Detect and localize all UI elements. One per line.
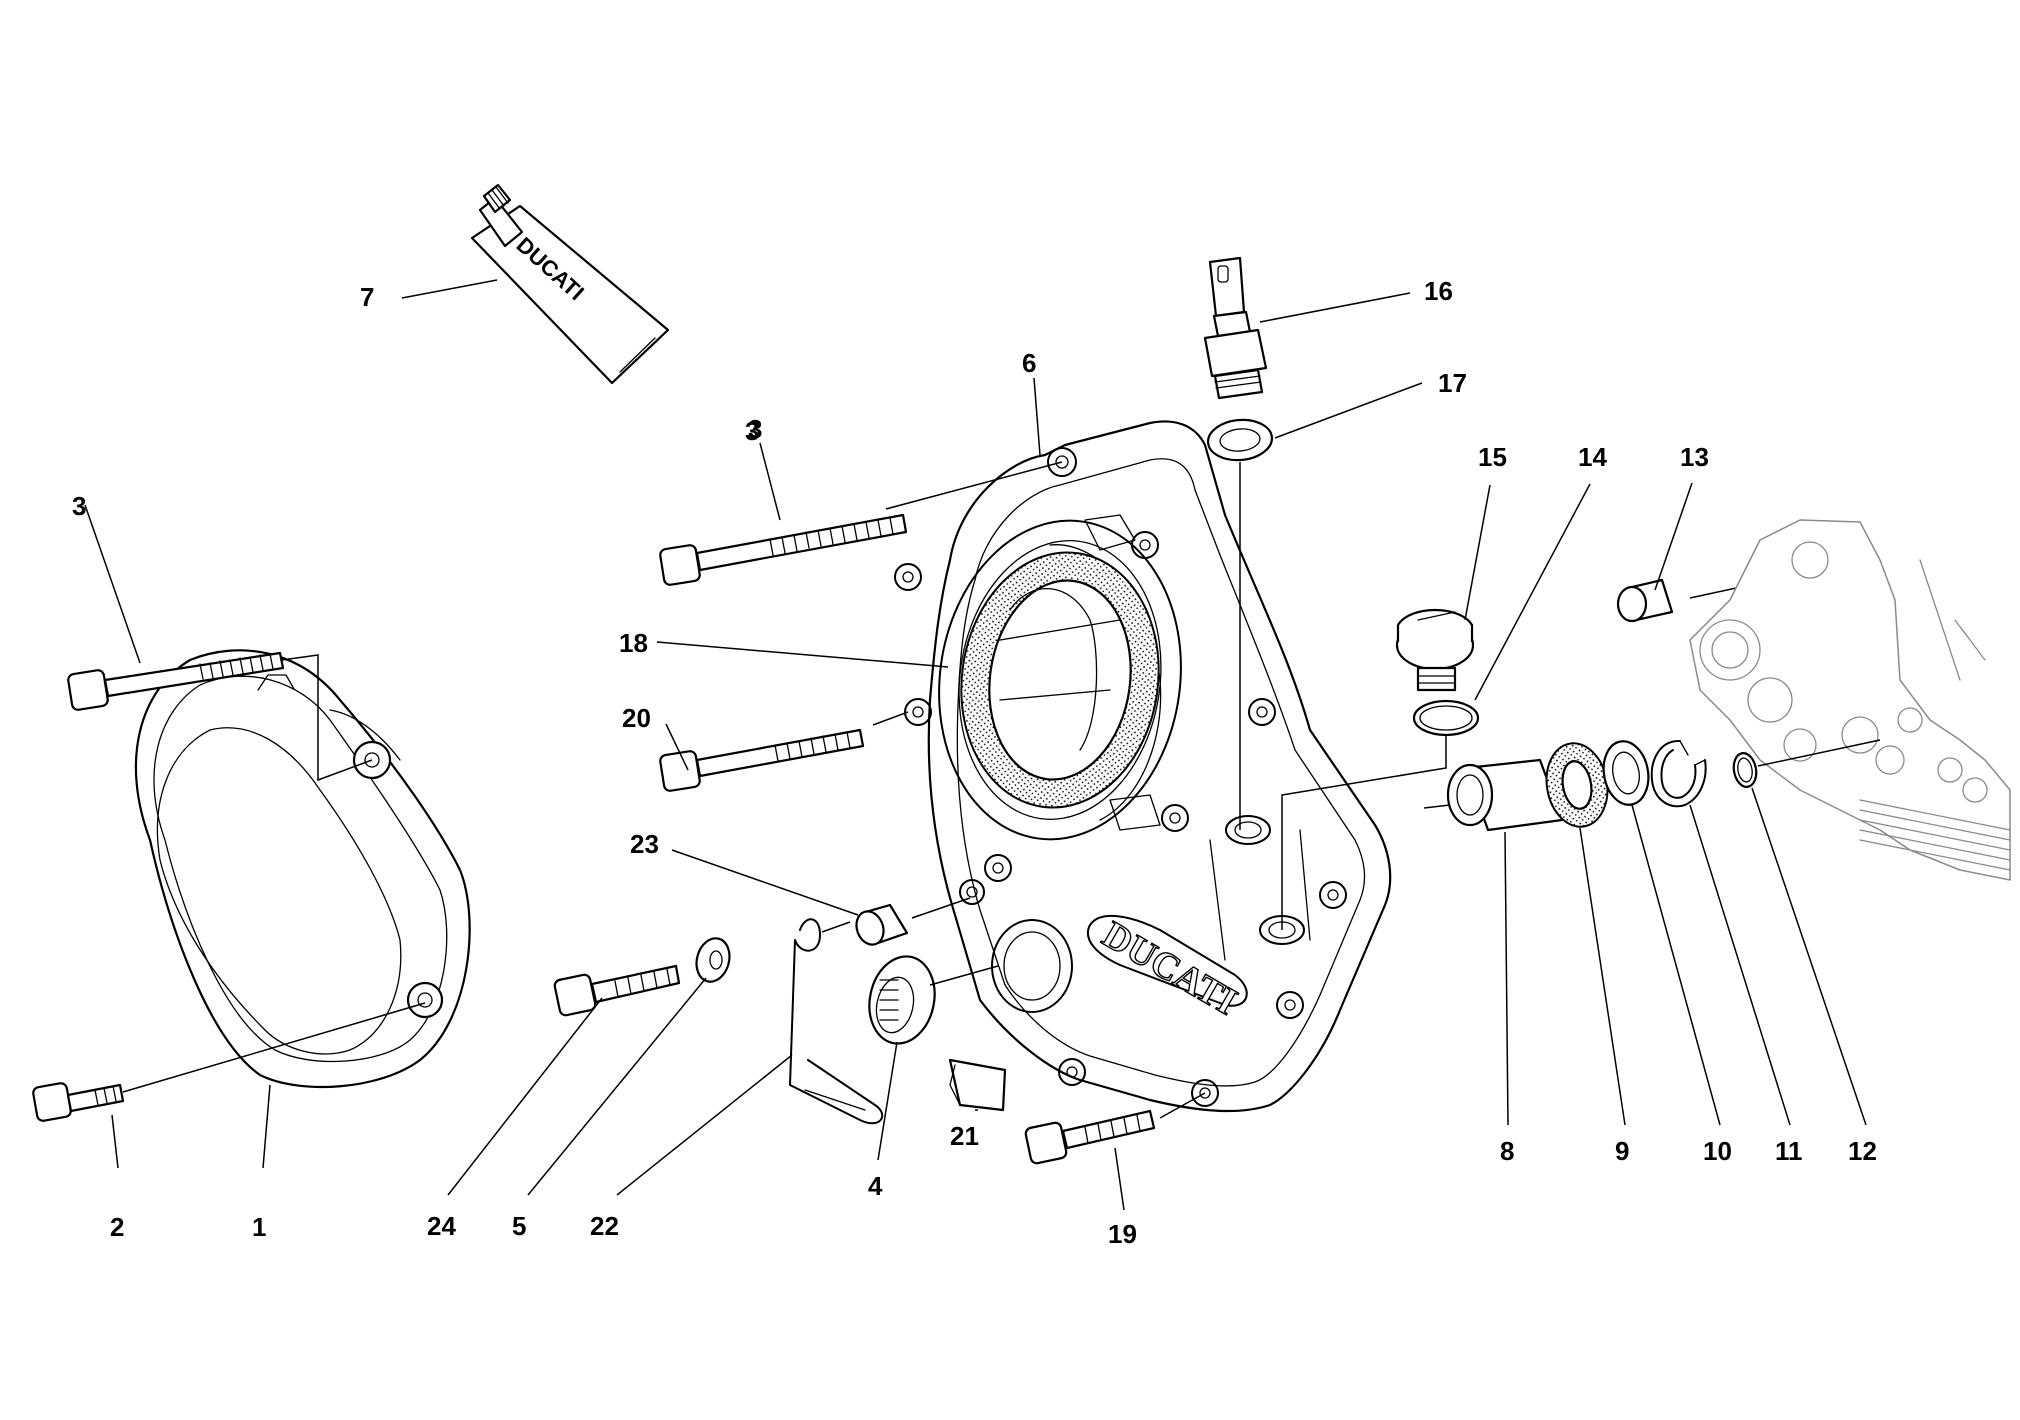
callout-11: 11	[1775, 1136, 1803, 1166]
oil-seal-small	[868, 955, 936, 1045]
rubber-pad	[948, 1058, 1007, 1112]
callout-10: 10	[1703, 1136, 1732, 1166]
callout-3-upper: 3	[748, 414, 762, 444]
sleeve	[1446, 758, 1564, 832]
callout-2: 2	[110, 1212, 124, 1242]
callout-16: 16	[1424, 276, 1453, 306]
sealant-tube: DUCATI	[470, 183, 670, 385]
callout-3-left: 3	[72, 491, 86, 521]
filler-plug	[1395, 608, 1475, 692]
washer	[695, 937, 731, 983]
bolt-upper-long	[659, 513, 908, 586]
callout-12: 12	[1848, 1136, 1877, 1166]
callout-19: 19	[1108, 1219, 1137, 1249]
circlip	[1650, 739, 1707, 808]
leader-lines	[84, 279, 1867, 1211]
bolt-left-long	[67, 651, 285, 711]
bolt-middle-long	[659, 728, 865, 792]
callout-21: 21	[950, 1121, 979, 1151]
callout-1: 1	[252, 1212, 266, 1242]
callout-14: 14	[1578, 442, 1607, 472]
wire-clip	[789, 918, 884, 1125]
callout-22: 22	[590, 1211, 619, 1241]
temperature-sensor	[1203, 256, 1268, 400]
dowel-pin	[855, 903, 909, 946]
bolt-short	[32, 1082, 125, 1122]
bolt-small-lower	[553, 964, 681, 1017]
callout-8: 8	[1500, 1136, 1514, 1166]
engine-cover-part: DUCATI	[894, 420, 1392, 1113]
thrust-washer	[1602, 740, 1650, 806]
clutch-cover-part	[134, 649, 471, 1089]
callout-9: 9	[1615, 1136, 1629, 1166]
callout-labels: 3 3 2 1 7 6 3 18 20 23 24 5 22 4 21 19 1…	[72, 276, 1877, 1249]
callout-3-upper-bolt: 3	[745, 416, 759, 446]
callout-18: 18	[619, 628, 648, 658]
thrust-bearing	[1545, 742, 1609, 828]
engine-case-reference	[1689, 519, 2011, 881]
bushing-small	[1616, 578, 1674, 623]
bolt-bottom	[1024, 1109, 1156, 1165]
small-o-ring	[1732, 752, 1758, 788]
callout-24: 24	[427, 1211, 456, 1241]
plug-o-ring	[1412, 699, 1480, 737]
callout-15: 15	[1478, 442, 1507, 472]
sensor-washer	[1206, 418, 1274, 462]
callout-7: 7	[360, 282, 374, 312]
callout-5: 5	[512, 1211, 526, 1241]
callout-20: 20	[622, 703, 651, 733]
callout-13: 13	[1680, 442, 1709, 472]
callout-4: 4	[868, 1171, 883, 1201]
oil-seal-large	[960, 551, 1160, 809]
callout-23: 23	[630, 829, 659, 859]
callout-17: 17	[1438, 368, 1467, 398]
callout-6: 6	[1022, 348, 1036, 378]
